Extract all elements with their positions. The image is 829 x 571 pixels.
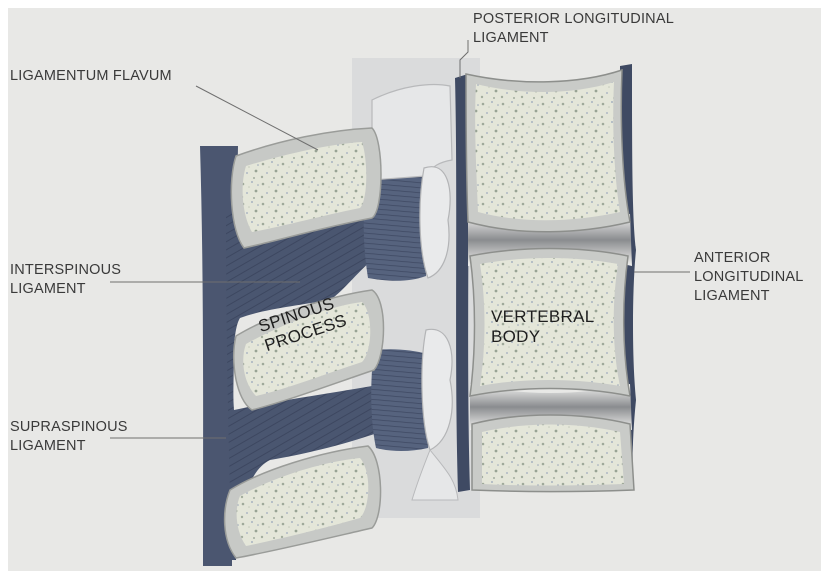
vertebral-body-upper bbox=[466, 70, 630, 232]
label-line: ANTERIOR bbox=[694, 249, 804, 268]
label-line: LIGAMENT bbox=[10, 280, 121, 299]
vertebral-body-lower bbox=[472, 415, 634, 492]
label-line: LONGITUDINAL bbox=[694, 268, 804, 287]
label-line: LIGAMENTUM FLAVUM bbox=[10, 67, 172, 86]
label-line: SUPRASPINOUS bbox=[10, 418, 128, 437]
label-line: LIGAMENT bbox=[473, 29, 674, 48]
label-interspinous-ligament: INTERSPINOUS LIGAMENT bbox=[10, 261, 121, 299]
label-vertebral-body: VERTEBRAL BODY bbox=[491, 307, 594, 347]
label-supraspinous-ligament: SUPRASPINOUS LIGAMENT bbox=[10, 418, 128, 456]
label-anterior-longitudinal-ligament: ANTERIOR LONGITUDINAL LIGAMENT bbox=[694, 249, 804, 306]
label-line: VERTEBRAL bbox=[491, 307, 594, 327]
label-line: POSTERIOR LONGITUDINAL bbox=[473, 10, 674, 29]
label-ligamentum-flavum: LIGAMENTUM FLAVUM bbox=[10, 67, 172, 86]
label-posterior-longitudinal-ligament: POSTERIOR LONGITUDINAL LIGAMENT bbox=[473, 10, 674, 48]
label-line: LIGAMENT bbox=[10, 437, 128, 456]
label-line: BODY bbox=[491, 327, 594, 347]
label-line: LIGAMENT bbox=[694, 287, 804, 306]
label-line: INTERSPINOUS bbox=[10, 261, 121, 280]
